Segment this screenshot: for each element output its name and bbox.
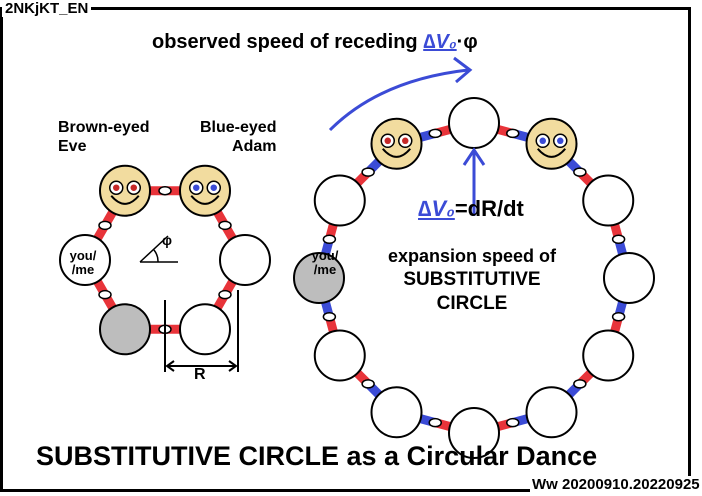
hands (218, 220, 232, 231)
formula-rest: =dR/dt (454, 196, 524, 221)
hands (322, 312, 337, 322)
smiley-face (525, 117, 578, 170)
you-me-label-right: you/ /me (304, 249, 346, 277)
pupil (193, 184, 200, 191)
pupil (557, 137, 564, 145)
title-suffix: ·φ (456, 31, 478, 53)
hands (428, 128, 442, 139)
angle-phi-marker (139, 235, 178, 263)
smiley-face (179, 164, 231, 217)
hands (506, 417, 520, 428)
outer-frame (0, 7, 691, 492)
hands (573, 379, 587, 389)
adam-label: Blue-eyed Adam (200, 118, 276, 156)
receding-speed-arrow (328, 56, 473, 132)
you-line2: /me (71, 262, 95, 277)
dancer-circle (313, 174, 366, 227)
you-circle (293, 252, 345, 304)
smiley-face (370, 117, 423, 170)
receding-speed-title: observed speed of receding ∆V₀·φ (152, 31, 478, 54)
hands (361, 167, 375, 177)
hands (98, 289, 112, 300)
radius-dimension (164, 290, 239, 372)
dancer-circle (313, 329, 366, 382)
hands (611, 312, 626, 322)
hands (573, 167, 587, 177)
hands (158, 185, 172, 196)
diagram-title: SUBSTITUTIVE CIRCLE as a Circular Dance (36, 441, 598, 471)
pupil (113, 184, 120, 191)
radius-label: R (194, 366, 206, 383)
phi-angle-label: φ (162, 232, 173, 248)
expansion-line1: expansion speed of (387, 246, 557, 266)
expansion-line3: CIRCLE (436, 293, 508, 314)
right-circle-dancers (293, 97, 655, 459)
formula-delta-v0: ∆V₀ (418, 196, 455, 221)
expansion-speed-label: expansion speed of SUBSTITUTIVE CIRCLE (374, 244, 570, 316)
eve-label: Brown-eyed Eve (58, 118, 150, 156)
dancer-circle (603, 252, 655, 304)
dancer-circle (582, 329, 635, 382)
expansion-formula: ∆V₀=dR/dt (418, 196, 524, 222)
figure-tag: 2NKjKT_EN (2, 0, 92, 17)
dancer-circle (219, 234, 271, 286)
adam-label-line2: Adam (232, 138, 277, 155)
expansion-speed-arrow (462, 147, 486, 216)
you-circle (99, 303, 151, 356)
you-line2: /me (313, 262, 337, 277)
dancer-circle (179, 303, 231, 356)
smile (381, 148, 412, 158)
smile (190, 195, 220, 205)
hands (218, 289, 232, 300)
title-prefix: observed speed of receding (152, 31, 424, 53)
eve-label-line2: Eve (58, 138, 87, 155)
dancer-circle (525, 386, 578, 439)
hands (428, 417, 442, 428)
you-me-label-left: you/ /me (62, 249, 104, 277)
dancer-circle (59, 234, 111, 286)
left-circle-dancers (59, 164, 271, 356)
hands (322, 234, 337, 244)
you-line1: you/ (311, 248, 339, 263)
pupil (539, 137, 546, 145)
dancer-circle (582, 174, 635, 227)
pupil (130, 184, 137, 191)
adam-label-line1: Blue-eyed (200, 119, 277, 136)
eve-label-line1: Brown-eyed (58, 119, 150, 136)
title-delta-v0: ∆V₀ (423, 31, 457, 53)
hands (98, 220, 112, 231)
pupil (402, 137, 409, 145)
credit-line: Ww 20200910.20220925 (530, 476, 702, 493)
dancer-circle (370, 386, 423, 439)
expansion-line2: SUBSTITUTIVE (403, 269, 541, 290)
smile (110, 195, 140, 205)
pupil (384, 137, 391, 145)
pupil (210, 184, 217, 191)
you-line1: you/ (69, 248, 97, 263)
smile (536, 148, 567, 158)
hands (611, 234, 626, 244)
hands (361, 379, 375, 389)
dancer-circle (448, 407, 500, 459)
smiley-face (99, 164, 151, 217)
dancer-circle (448, 97, 500, 149)
hands (506, 128, 520, 139)
